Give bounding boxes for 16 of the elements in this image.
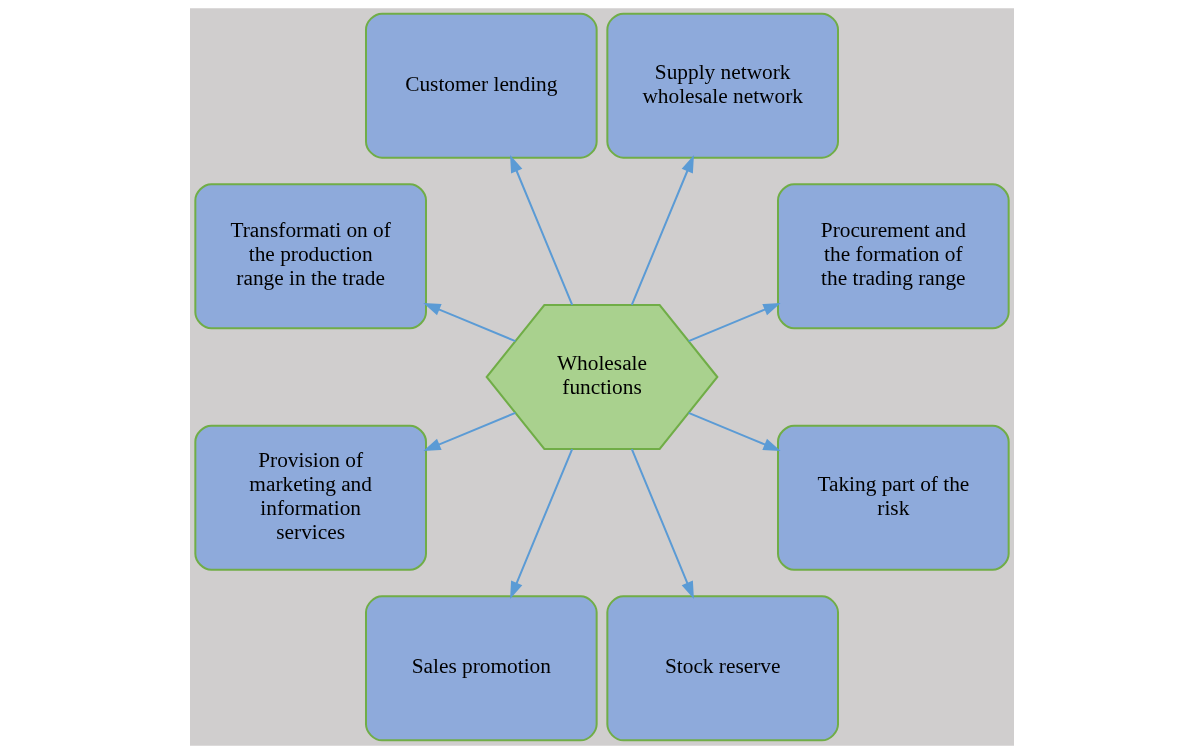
node-box: Provision of marketing and information services bbox=[194, 424, 427, 571]
node-box: Procurement and the formation of the trading range bbox=[777, 183, 1010, 330]
arrow bbox=[510, 155, 574, 306]
arrow bbox=[687, 302, 781, 343]
node-box: Customer lending bbox=[365, 12, 598, 159]
arrow bbox=[630, 448, 694, 599]
node-box: Stock reserve bbox=[606, 595, 839, 742]
arrow bbox=[630, 155, 694, 306]
node-box: Sales promotion bbox=[365, 595, 598, 742]
node-box: Supply network wholesale network bbox=[606, 12, 839, 159]
arrow bbox=[687, 411, 781, 451]
arrow bbox=[423, 302, 517, 343]
node-box: Transformati on of the production range in the trade bbox=[194, 183, 427, 330]
arrow bbox=[423, 411, 517, 451]
node-box: Taking part of the risk bbox=[777, 424, 1010, 571]
arrow bbox=[510, 448, 574, 599]
